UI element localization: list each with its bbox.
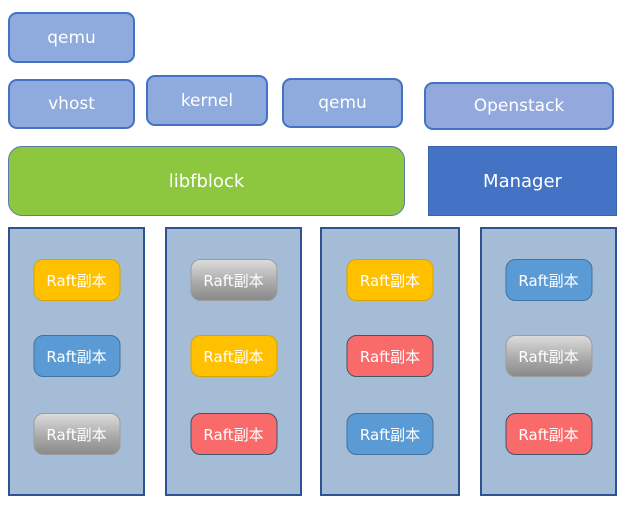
raft-replica-box: Raft副本	[33, 413, 120, 455]
host-qemu-box: qemu	[282, 78, 403, 128]
replica-node-panel-4: Raft副本 Raft副本 Raft副本	[480, 227, 617, 496]
raft-replica-box: Raft副本	[505, 259, 592, 301]
replica-node-panel-2: Raft副本 Raft副本 Raft副本	[165, 227, 302, 496]
openstack-box: Openstack	[424, 82, 614, 130]
replica-node-panel-1: Raft副本 Raft副本 Raft副本	[8, 227, 145, 496]
libfblock-box: libfblock	[8, 146, 405, 216]
raft-replica-box: Raft副本	[33, 335, 120, 377]
replica-node-panel-3: Raft副本 Raft副本 Raft副本	[320, 227, 460, 496]
raft-replica-box: Raft副本	[505, 413, 592, 455]
raft-replica-box: Raft副本	[33, 259, 120, 301]
manager-box: Manager	[428, 146, 617, 216]
raft-replica-box: Raft副本	[346, 413, 434, 455]
raft-replica-box: Raft副本	[346, 335, 434, 377]
raft-replica-box: Raft副本	[190, 259, 277, 301]
guest-qemu-box: qemu	[8, 12, 135, 63]
kernel-box: kernel	[146, 75, 268, 126]
raft-replica-box: Raft副本	[190, 413, 277, 455]
raft-replica-box: Raft副本	[346, 259, 434, 301]
vhost-box: vhost	[8, 79, 135, 129]
raft-replica-box: Raft副本	[505, 335, 592, 377]
raft-replica-box: Raft副本	[190, 335, 277, 377]
